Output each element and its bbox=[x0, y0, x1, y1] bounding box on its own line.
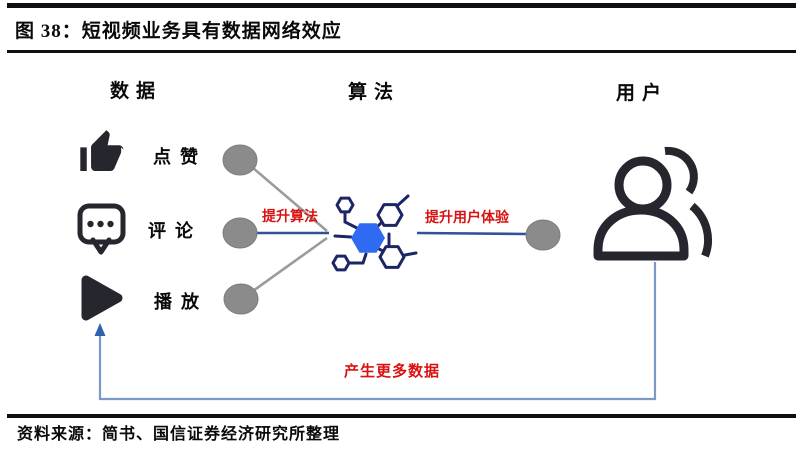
column-header-user: 用户 bbox=[616, 83, 669, 104]
algorithm-molecule-icon bbox=[331, 194, 418, 272]
column-header-algorithm: 算法 bbox=[348, 82, 401, 103]
source-rule bbox=[7, 414, 796, 418]
node-circle-play bbox=[223, 283, 259, 315]
connector-line-algorithm-user bbox=[416, 231, 528, 236]
feedback-loop-arrow bbox=[94, 262, 657, 401]
annotation-improve-algorithm: 提升算法 bbox=[262, 210, 318, 225]
item-label-like: 点赞 bbox=[153, 147, 207, 167]
connector-line-like bbox=[252, 167, 328, 232]
node-circle-user bbox=[525, 219, 561, 251]
top-rule bbox=[7, 3, 796, 8]
comment-icon bbox=[77, 203, 126, 255]
title-rule bbox=[7, 50, 796, 53]
play-icon bbox=[81, 275, 123, 321]
annotation-improve-user-experience: 提升用户体验 bbox=[425, 211, 509, 226]
node-circle-like bbox=[222, 144, 258, 176]
column-header-data: 数据 bbox=[110, 81, 163, 102]
node-circle-comment bbox=[222, 217, 258, 249]
feedback-arrowhead-icon bbox=[94, 323, 106, 336]
thumbs-up-icon bbox=[80, 130, 124, 171]
source-note: 资料来源：简书、国信证券经济研究所整理 bbox=[17, 426, 341, 443]
item-label-comment: 评论 bbox=[148, 221, 202, 241]
item-label-play: 播放 bbox=[154, 292, 208, 312]
users-icon bbox=[593, 146, 713, 261]
annotation-generate-more-data: 产生更多数据 bbox=[343, 364, 440, 380]
figure-title: 图 38：短视频业务具有数据网络效应 bbox=[15, 21, 342, 42]
connector-line-play bbox=[252, 236, 328, 293]
